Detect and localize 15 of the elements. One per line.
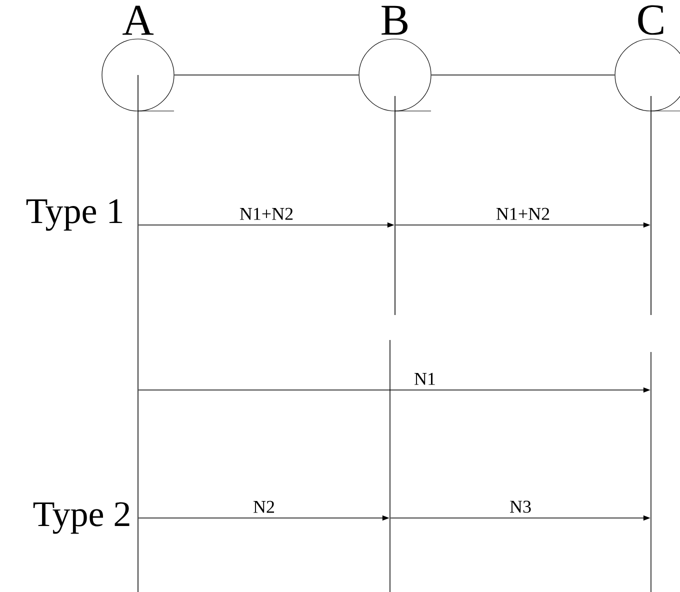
edge-label: N1+N2 [496, 208, 550, 220]
node-label: B [382, 6, 408, 35]
connecting-line [174, 74, 360, 76]
edge-label: N1 [414, 372, 435, 385]
circle-node: B [358, 6, 432, 112]
node-label: C [638, 5, 664, 35]
connecting-line [430, 74, 616, 76]
row-label: Type 2 [33, 502, 130, 534]
node-label: A [122, 6, 154, 35]
circle-node: C [614, 5, 680, 112]
edge-label: N3 [510, 500, 531, 513]
edge-label: N2 [254, 500, 274, 513]
row-label: Type 1 [26, 199, 122, 231]
edge-label: N1+N2 [240, 208, 293, 220]
circle-node: A [102, 6, 174, 112]
